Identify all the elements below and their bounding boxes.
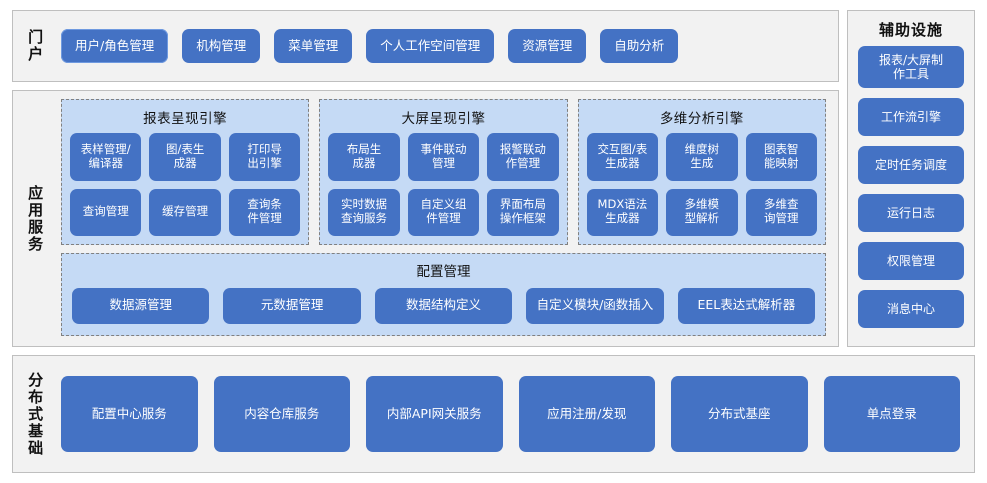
portal-section-label: 门户 — [26, 29, 45, 63]
engine-item-layout-generator[interactable]: 布局生 成器 — [328, 133, 400, 181]
aux-facilities-list: 报表/大屏制 作工具 工作流引擎 定时任务调度 运行日志 权限管理 消息中心 — [858, 46, 964, 338]
aux-item-scheduled-task-scheduler[interactable]: 定时任务调度 — [858, 146, 964, 184]
engine-report-rendering-title: 报表呈现引擎 — [143, 111, 228, 127]
engine-item-alarm-linkage-action-management[interactable]: 报警联动 作管理 — [487, 133, 559, 181]
portal-button-resource-management[interactable]: 资源管理 — [508, 29, 587, 63]
portal-button-user-role-management[interactable]: 用户/角色管理 — [61, 29, 169, 63]
engine-item-multidim-query-management[interactable]: 多维查 询管理 — [745, 188, 817, 236]
engine-item-multidim-model-parsing[interactable]: 多维模 型解析 — [666, 188, 738, 236]
app-service-section-label: 应用服务 — [26, 184, 45, 253]
engine-bigscreen-rendering-title: 大屏呈现引擎 — [401, 111, 486, 127]
engine-item-event-linkage-management[interactable]: 事件联动 管理 — [407, 133, 480, 181]
aux-facilities-title: 辅助设施 — [878, 21, 943, 39]
aux-facilities-section: 辅助设施 报表/大屏制 作工具 工作流引擎 定时任务调度 运行日志 权限管理 消… — [847, 10, 975, 347]
engine-item-template-management-compiler[interactable]: 表样管理/ 编译器 — [70, 133, 142, 181]
engine-item-cache-management[interactable]: 缓存管理 — [149, 188, 221, 236]
engine-report-rendering: 报表呈现引擎 表样管理/ 编译器 图/表生 成器 打印导 出引擎 查询管理 缓存… — [61, 99, 310, 245]
config-management-panel: 配置管理 数据源管理 元数据管理 数据结构定义 自定义模块/函数插入 EEL表达… — [61, 253, 826, 336]
config-item-eel-expression-parser[interactable]: EEL表达式解析器 — [677, 287, 816, 324]
engine-bigscreen-rendering-grid: 布局生 成器 事件联动 管理 报警联动 作管理 实时数据 查询服务 自定义组 件… — [328, 133, 559, 236]
aux-item-report-bigscreen-authoring-tool[interactable]: 报表/大屏制 作工具 — [858, 46, 964, 88]
engine-multidim-analysis: 多维分析引擎 交互图/表 生成器 维度树 生成 图表智 能映射 MDX语法 生成… — [577, 99, 826, 245]
engine-item-query-management[interactable]: 查询管理 — [70, 188, 142, 236]
distributed-base-section-label: 分布式基础 — [26, 371, 45, 457]
dist-item-config-center-service[interactable]: 配置中心服务 — [61, 376, 198, 452]
engine-item-chart-smart-mapping[interactable]: 图表智 能映射 — [745, 133, 817, 181]
aux-item-runtime-log[interactable]: 运行日志 — [858, 194, 964, 232]
engine-item-print-export-engine[interactable]: 打印导 出引擎 — [228, 133, 301, 181]
portal-button-personal-workspace-management[interactable]: 个人工作空间管理 — [366, 29, 495, 63]
config-item-metadata-management[interactable]: 元数据管理 — [223, 287, 361, 324]
top-row: 门户 用户/角色管理 机构管理 菜单管理 个人工作空间管理 资源管理 自助分析 — [12, 10, 975, 82]
engine-item-chart-table-generator[interactable]: 图/表生 成器 — [149, 133, 221, 181]
engine-bigscreen-rendering: 大屏呈现引擎 布局生 成器 事件联动 管理 报警联动 作管理 实时数据 查询服务… — [319, 99, 568, 245]
dist-item-distributed-foundation[interactable]: 分布式基座 — [671, 376, 808, 452]
distributed-base-section: 分布式基础 配置中心服务 内容仓库服务 内部API网关服务 应用注册/发现 分布… — [12, 355, 975, 473]
middle-row: 应用服务 报表呈现引擎 表样管理/ 编译器 图/表生 成器 打印导 出引擎 查询… — [12, 10, 975, 347]
aux-item-workflow-engine[interactable]: 工作流引擎 — [858, 98, 964, 136]
engines-row: 报表呈现引擎 表样管理/ 编译器 图/表生 成器 打印导 出引擎 查询管理 缓存… — [61, 99, 826, 245]
aux-item-message-center[interactable]: 消息中心 — [858, 290, 964, 328]
portal-section: 门户 用户/角色管理 机构管理 菜单管理 个人工作空间管理 资源管理 自助分析 — [12, 10, 839, 82]
engine-report-rendering-grid: 表样管理/ 编译器 图/表生 成器 打印导 出引擎 查询管理 缓存管理 查询条 … — [70, 133, 301, 236]
engine-item-interactive-chart-table-generator[interactable]: 交互图/表 生成器 — [586, 133, 659, 181]
engine-item-query-condition-management[interactable]: 查询条 件管理 — [228, 188, 301, 236]
dist-item-app-registry-discovery[interactable]: 应用注册/发现 — [518, 376, 655, 452]
portal-button-self-service-analysis[interactable]: 自助分析 — [600, 29, 679, 63]
portal-button-org-management[interactable]: 机构管理 — [182, 29, 261, 63]
engine-multidim-analysis-grid: 交互图/表 生成器 维度树 生成 图表智 能映射 MDX语法 生成器 多维模 型… — [586, 133, 817, 236]
engine-item-dimension-tree-generation[interactable]: 维度树 生成 — [666, 133, 738, 181]
dist-item-content-repository-service[interactable]: 内容仓库服务 — [213, 376, 350, 452]
config-management-items: 数据源管理 元数据管理 数据结构定义 自定义模块/函数插入 EEL表达式解析器 — [72, 286, 816, 327]
portal-button-menu-management[interactable]: 菜单管理 — [274, 29, 353, 63]
left-stack: 应用服务 报表呈现引擎 表样管理/ 编译器 图/表生 成器 打印导 出引擎 查询… — [12, 90, 839, 347]
portal-button-list: 用户/角色管理 机构管理 菜单管理 个人工作空间管理 资源管理 自助分析 — [57, 11, 838, 81]
distributed-base-items: 配置中心服务 内容仓库服务 内部API网关服务 应用注册/发现 分布式基座 单点… — [57, 356, 974, 472]
app-service-section: 应用服务 报表呈现引擎 表样管理/ 编译器 图/表生 成器 打印导 出引擎 查询… — [12, 90, 839, 347]
config-item-custom-module-function-insert[interactable]: 自定义模块/函数插入 — [526, 287, 664, 324]
aux-item-permission-management[interactable]: 权限管理 — [858, 242, 964, 280]
config-item-datasource-management[interactable]: 数据源管理 — [72, 287, 210, 324]
dist-item-single-sign-on[interactable]: 单点登录 — [823, 376, 960, 452]
config-management-title: 配置管理 — [416, 264, 471, 280]
config-item-data-structure-definition[interactable]: 数据结构定义 — [374, 287, 513, 324]
engine-item-ui-layout-operation-framework[interactable]: 界面布局 操作框架 — [487, 188, 559, 236]
engine-item-mdx-syntax-generator[interactable]: MDX语法 生成器 — [586, 188, 659, 236]
engine-multidim-analysis-title: 多维分析引擎 — [659, 111, 744, 127]
dist-item-internal-api-gateway-service[interactable]: 内部API网关服务 — [366, 376, 503, 452]
engine-item-custom-component-management[interactable]: 自定义组 件管理 — [407, 188, 480, 236]
app-service-body: 报表呈现引擎 表样管理/ 编译器 图/表生 成器 打印导 出引擎 查询管理 缓存… — [57, 91, 838, 346]
engine-item-realtime-data-query-service[interactable]: 实时数据 查询服务 — [328, 188, 400, 236]
